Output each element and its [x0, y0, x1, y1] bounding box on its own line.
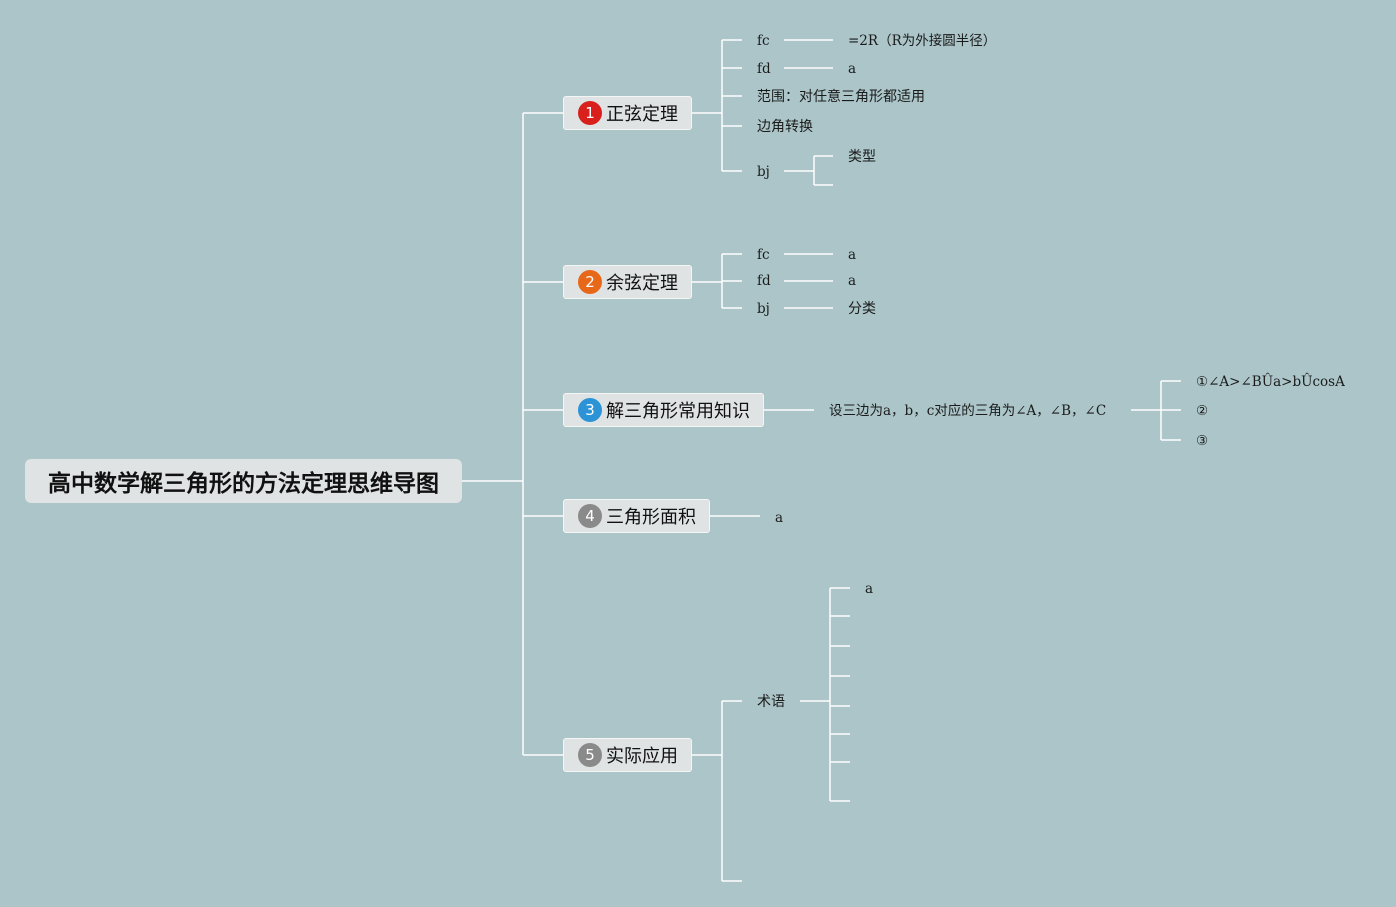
number-5-icon: 5 — [578, 743, 602, 767]
branch-triangle-area[interactable]: 4 三角形面积 — [563, 499, 710, 533]
leaf-terminology[interactable]: 术语 — [757, 694, 785, 710]
leaf-item-2[interactable]: ② — [1196, 403, 1209, 419]
branch-label: 正弦定理 — [606, 104, 678, 125]
leaf-item-1[interactable]: ①∠A>∠BÛa>bÛcosA — [1196, 374, 1345, 390]
leaf-item-3[interactable]: ③ — [1196, 433, 1209, 449]
number-3-icon: 3 — [578, 398, 602, 422]
leaf-triangle-setup[interactable]: 设三边为a，b，c对应的三角为∠A，∠B，∠C — [829, 403, 1107, 419]
leaf-fd-value[interactable]: a — [848, 61, 857, 77]
leaf-fd[interactable]: fd — [757, 273, 771, 289]
branch-application[interactable]: 5 实际应用 — [563, 738, 692, 772]
leaf-fc[interactable]: fc — [757, 247, 770, 263]
number-2-icon: 2 — [578, 270, 602, 294]
leaf-bj-class[interactable]: 分类 — [848, 301, 876, 317]
leaf-area-value[interactable]: a — [775, 510, 784, 526]
leaf-fc[interactable]: fc — [757, 33, 770, 49]
leaf-range[interactable]: 范围：对任意三角形都适用 — [757, 89, 925, 105]
root-title: 高中数学解三角形的方法定理思维导图 — [48, 471, 439, 497]
leaf-conversion[interactable]: 边角转换 — [757, 119, 813, 135]
leaf-bj[interactable]: bj — [757, 301, 770, 317]
branch-label: 三角形面积 — [606, 507, 696, 528]
branch-label: 实际应用 — [606, 746, 678, 767]
branch-sine-law[interactable]: 1 正弦定理 — [563, 96, 692, 130]
branch-label: 解三角形常用知识 — [606, 401, 750, 422]
leaf-fd-value[interactable]: a — [848, 273, 857, 289]
branch-common-knowledge[interactable]: 3 解三角形常用知识 — [563, 393, 764, 427]
root-topic[interactable]: 高中数学解三角形的方法定理思维导图 — [25, 459, 462, 503]
leaf-bj[interactable]: bj — [757, 164, 770, 180]
leaf-bj-type[interactable]: 类型 — [848, 149, 876, 165]
leaf-fd[interactable]: fd — [757, 61, 771, 77]
number-1-icon: 1 — [578, 101, 602, 125]
number-4-icon: 4 — [578, 504, 602, 528]
leaf-fc-value[interactable]: =2R（R为外接圆半径） — [848, 33, 997, 49]
leaf-fc-value[interactable]: a — [848, 247, 857, 263]
leaf-term-first[interactable]: a — [865, 581, 874, 597]
branch-label: 余弦定理 — [606, 273, 678, 294]
branch-cosine-law[interactable]: 2 余弦定理 — [563, 265, 692, 299]
